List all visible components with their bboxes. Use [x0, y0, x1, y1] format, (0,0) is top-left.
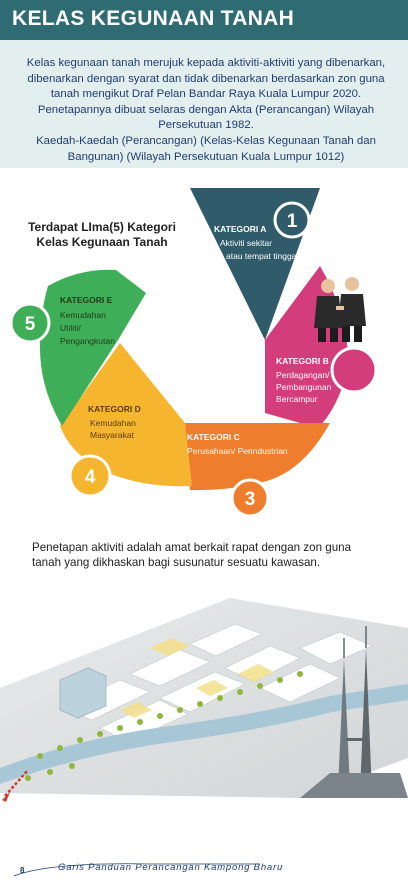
category-e-desc-1: Kemudahan — [60, 310, 106, 320]
badge-5-label: 5 — [25, 314, 36, 335]
category-d-desc-2: Masyarakat — [90, 430, 135, 440]
segment-d — [60, 343, 192, 487]
wheel-title-line-2: Kelas Kegunaan Tanah — [36, 235, 168, 249]
badge-3 — [230, 478, 270, 518]
page-number: 8 — [20, 866, 25, 875]
category-e-desc-2: Utiliti/ — [60, 323, 81, 333]
badge-3-label: 3 — [245, 489, 256, 510]
category-a-label: KATEGORI A — [214, 224, 266, 234]
wheel-title: Terdapat LIma(5) Kategori Kelas Kegunaan… — [12, 220, 192, 250]
badge-2 — [330, 346, 378, 394]
badge-5 — [9, 302, 51, 344]
page-title: KELAS KEGUNAAN TANAH — [12, 7, 295, 30]
category-b-desc-3: Bercampur — [276, 394, 318, 404]
category-d-label: KATEGORI D — [88, 404, 141, 414]
category-a-desc-2: atau tempat tinggal — [226, 251, 298, 261]
intro-panel: Kelas kegunaan tanah merujuk kepada akti… — [0, 40, 408, 168]
badge-4 — [68, 454, 112, 498]
category-b-desc-2: Pembangunan — [276, 382, 332, 392]
category-d-desc-1: Kemudahan — [90, 418, 136, 428]
footer-decoration — [13, 863, 260, 877]
badge-1 — [273, 201, 311, 239]
intro-text: Kelas kegunaan tanah merujuk kepada akti… — [14, 56, 398, 165]
category-wheel: Terdapat LIma(5) Kategori Kelas Kegunaan… — [0, 168, 408, 528]
city-illustration — [0, 588, 408, 813]
category-b-desc-1: Perdagangan/ — [276, 370, 330, 380]
badge-4-label: 4 — [85, 467, 96, 488]
footer-text: Garis Panduan Perancangan Kampong Bharu — [58, 862, 284, 873]
segment-c — [185, 423, 330, 491]
badge-1-label: 1 — [287, 211, 298, 232]
category-e-label: KATEGORI E — [60, 295, 113, 305]
category-e-desc-3: Pengangkutan — [60, 336, 115, 346]
header-bar: KELAS KEGUNAAN TANAH — [0, 0, 408, 40]
zoning-description: Penetapan aktiviti adalah amat berkait r… — [32, 541, 352, 569]
handshake-illustration — [314, 277, 366, 342]
category-c-label: KATEGORI C — [187, 432, 240, 442]
category-c-desc-1: Perusahaan/ Perindustrian — [187, 446, 288, 456]
category-a-desc-1: Aktiviti sekitar — [220, 238, 272, 248]
segment-e — [40, 269, 146, 426]
wheel-title-line-1: Terdapat LIma(5) Kategori — [28, 220, 176, 234]
intro-paragraph-1: Kelas kegunaan tanah merujuk kepada akti… — [26, 57, 386, 101]
category-b-label: KATEGORI B — [276, 356, 329, 366]
twin-towers-icon — [300, 626, 408, 798]
intro-paragraph-2: Penetapannya dibuat selaras dengan Akta … — [37, 103, 375, 132]
wheel-graphic: 1 3 4 5 KATEGORI A Aktiviti sekitar atau… — [9, 188, 378, 518]
intro-paragraph-3: Kaedah-Kaedah (Perancangan) (Kelas-Kelas… — [36, 134, 376, 163]
